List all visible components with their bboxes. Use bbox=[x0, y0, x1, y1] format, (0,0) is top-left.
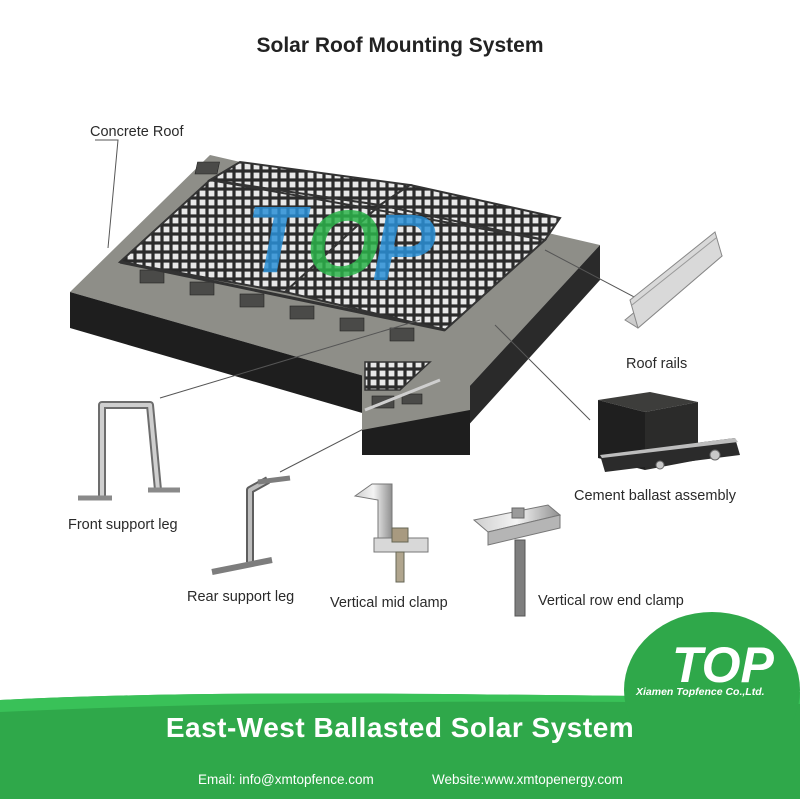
watermark-logo: T O P bbox=[246, 187, 436, 301]
label-vertical-row-end-clamp: Vertical row end clamp bbox=[538, 593, 684, 609]
footer-title: East-West Ballasted Solar System bbox=[165, 712, 635, 743]
contact-email[interactable]: Email: info@xmtopfence.com bbox=[198, 772, 374, 787]
roof-illustration: T O P bbox=[70, 139, 740, 617]
label-front-support-leg: Front support leg bbox=[68, 517, 178, 533]
label-cement-ballast: Cement ballast assembly bbox=[574, 488, 736, 504]
svg-text:P: P bbox=[372, 195, 436, 301]
roof-rail-part bbox=[624, 231, 723, 329]
rear-support-leg-part bbox=[211, 475, 291, 575]
company-name: Xiamen Topfence Co.,Ltd. bbox=[636, 686, 765, 698]
svg-text:T: T bbox=[246, 187, 311, 293]
front-support-leg-part bbox=[78, 401, 180, 501]
footer-banner bbox=[0, 692, 800, 799]
vertical-row-end-clamp-part bbox=[472, 504, 562, 617]
page-title: Solar Roof Mounting System bbox=[256, 34, 544, 57]
vertical-mid-clamp-part bbox=[353, 483, 429, 583]
company-logo: TOP bbox=[624, 612, 800, 720]
detail-inset bbox=[362, 360, 470, 455]
cement-ballast-part bbox=[598, 392, 740, 472]
svg-text:O: O bbox=[306, 191, 380, 297]
solar-panel-array bbox=[117, 160, 562, 332]
svg-text:TOP: TOP bbox=[672, 637, 775, 693]
label-roof-rails: Roof rails bbox=[626, 356, 688, 372]
label-rear-support-leg: Rear support leg bbox=[187, 589, 295, 605]
label-concrete-roof: Concrete Roof bbox=[90, 124, 184, 140]
label-vertical-mid-clamp: Vertical mid clamp bbox=[330, 595, 448, 611]
contact-website[interactable]: Website:www.xmtopenergy.com bbox=[432, 772, 623, 787]
